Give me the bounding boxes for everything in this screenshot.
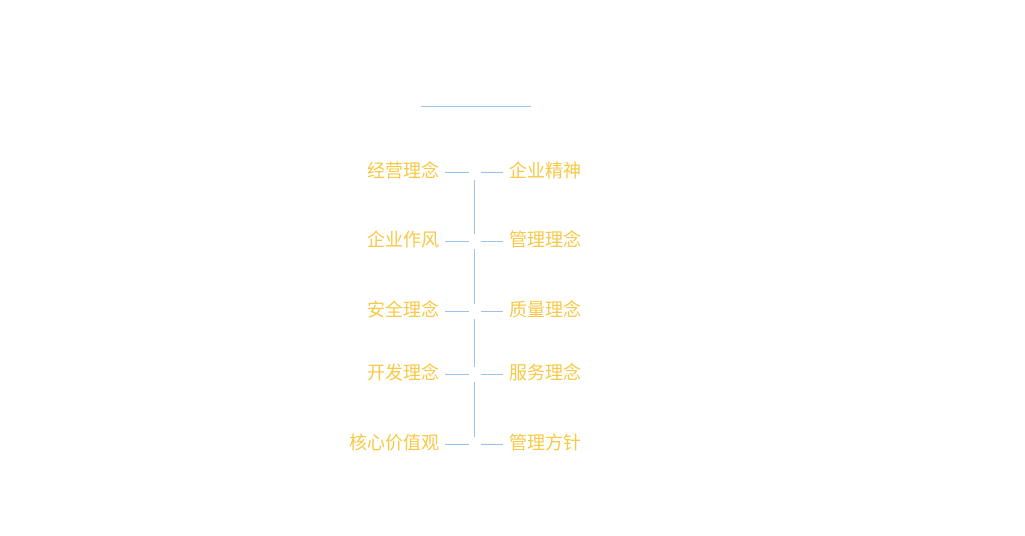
- diagram-row: 经营理念 企业精神: [0, 160, 1025, 184]
- left-connector: [445, 172, 469, 173]
- right-connector: [481, 241, 503, 242]
- right-concept-label: 管理方针: [509, 433, 581, 454]
- right-connector: [481, 311, 503, 312]
- trunk-segment-1: [474, 180, 475, 234]
- title-underline: [421, 106, 531, 107]
- left-concept-label: 企业作风: [367, 230, 439, 251]
- right-connector: [481, 374, 503, 375]
- left-concept-label: 核心价值观: [349, 433, 439, 454]
- left-connector: [445, 311, 469, 312]
- right-connector: [481, 444, 503, 445]
- right-concept-label: 企业精神: [509, 161, 581, 182]
- diagram-row: 企业作风 管理理念: [0, 229, 1025, 253]
- right-concept-label: 管理理念: [509, 230, 581, 251]
- right-concept-label: 质量理念: [509, 300, 581, 321]
- trunk-segment-4: [474, 382, 475, 437]
- trunk-segment-3: [474, 319, 475, 367]
- right-connector: [481, 172, 503, 173]
- left-concept-label: 开发理念: [367, 363, 439, 384]
- left-concept-label: 经营理念: [367, 161, 439, 182]
- right-concept-label: 服务理念: [509, 363, 581, 384]
- diagram-row: 开发理念 服务理念: [0, 362, 1025, 386]
- diagram-row: 安全理念 质量理念: [0, 299, 1025, 323]
- diagram-row: 核心价值观 管理方针: [0, 432, 1025, 456]
- left-connector: [445, 241, 469, 242]
- trunk-segment-2: [474, 249, 475, 304]
- left-concept-label: 安全理念: [367, 300, 439, 321]
- left-connector: [445, 374, 469, 375]
- left-connector: [445, 444, 469, 445]
